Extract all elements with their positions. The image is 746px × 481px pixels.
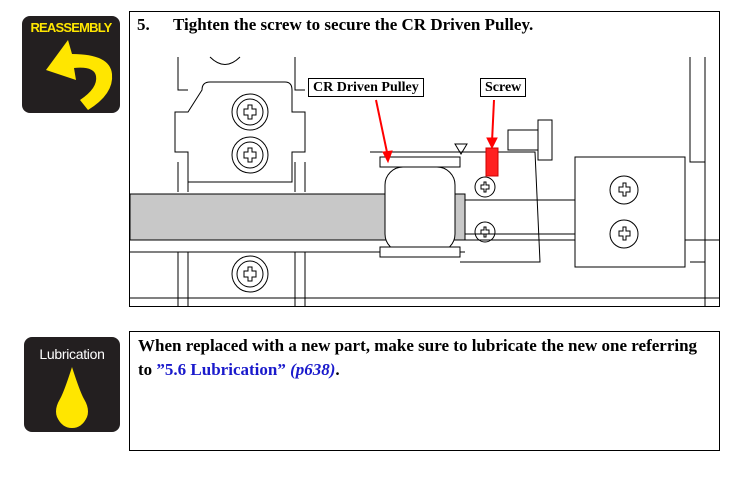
curved-back-arrow-icon	[46, 40, 113, 110]
screw-icon	[609, 219, 639, 249]
note-suffix: .	[335, 360, 340, 379]
step-panel: 5. Tighten the screw to secure the CR Dr…	[129, 11, 720, 307]
lubrication-link[interactable]: ”5.6 Lubrication”	[156, 360, 286, 379]
screw-icon	[231, 255, 269, 293]
lubrication-icon: Lubrication	[24, 337, 120, 432]
callout-cr-driven-pulley: CR Driven Pulley	[308, 78, 424, 97]
callout-screw: Screw	[480, 78, 527, 97]
screw-icon	[474, 176, 496, 198]
screw-icon	[231, 136, 269, 174]
screw-icon	[474, 221, 496, 243]
screw-icon	[231, 93, 269, 131]
note-body: When replaced with a new part, make sure…	[138, 336, 698, 379]
lubrication-label: Lubrication	[39, 346, 105, 362]
reassembly-icon: REASSEMBLY	[22, 16, 120, 113]
screw-icon	[609, 175, 639, 205]
step-instruction: Tighten the screw to secure the CR Drive…	[173, 15, 534, 34]
note-panel: When replaced with a new part, make sure…	[129, 331, 720, 451]
reassembly-label: REASSEMBLY	[30, 20, 112, 35]
step-number: 5.	[137, 15, 150, 34]
pulley-illustration	[130, 56, 719, 306]
page-reference-link[interactable]: (p638)	[290, 360, 336, 379]
oil-drop-icon	[56, 367, 88, 428]
note-text: When replaced with a new part, make sure…	[138, 334, 713, 382]
